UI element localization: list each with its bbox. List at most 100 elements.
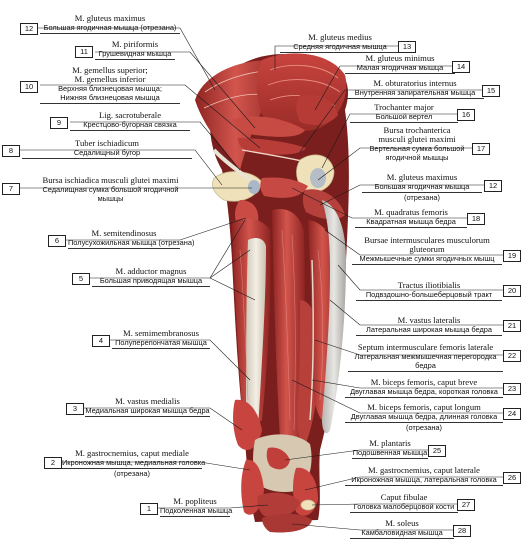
label-number: 12 [20,23,38,35]
latin-name: M. quadratus femoris [374,207,448,217]
latin-name: Septum intermusculare femoris laterale [357,342,494,352]
label-number: 7 [2,183,20,195]
label-gastrocnemius-lateral: M. gastrocnemius, caput laterale Икронож… [345,466,503,486]
label-number: 20 [503,285,521,297]
russian-name-2: бедра [348,361,503,372]
russian-name-2: (отрезана) [405,423,442,432]
bursa-ischiadica [248,180,260,194]
label-adductor-magnus: M. adductor magnus Большая приводящая мы… [92,267,210,287]
label-biceps-femoris-long: M. biceps femoris, caput longum Двуглава… [345,403,503,432]
russian-name: Латеральная межмышечная перегородка [354,352,497,361]
russian-name: Подошвенная мышца [352,448,428,459]
russian-name: Двуглавая мышца бедра, короткая головка [345,387,503,398]
russian-name: Латеральная широкая мышца бедра [356,325,502,336]
latin-name: Tractus iliotibialis [397,280,461,290]
label-number: 6 [48,235,66,247]
russian-name: Квадратная мышца бедра [355,217,467,228]
latin-name: M. biceps femoris, caput longum [367,402,481,412]
russian-name: Икроножная мышца, латеральная головка [345,475,503,486]
label-number: 2 [44,457,62,469]
plantaris [266,447,290,470]
latin-name: Tuber ischiadicum [75,138,139,148]
biceps-femoris-long [272,208,305,447]
russian-name-2: (отрезана) [113,469,150,478]
label-number: 26 [503,472,521,484]
label-semimembranosus: M. semimembranosus Полуперепончатая мышц… [112,329,210,349]
latin-name-2: M. gemellus inferior [74,74,146,84]
label-bursae-intermusculares: Bursae intermusculares musculorum gluteo… [352,236,502,265]
latin-name: Bursa trochanterica [383,125,451,135]
label-semitendinosus: M. semitendinosus Полусухожильная мышца … [68,229,194,249]
bursa-trochanterica [310,168,326,188]
latin-name: M. obturatorius internus [373,78,457,88]
lig-sacrotuberale [212,148,252,182]
russian-name: Медиальная широкая мышца бедра [85,406,210,417]
gluteus-minimus [296,94,338,126]
russian-name: Малая ягодичная мышца [345,63,455,74]
latin-name: M. gluteus maximus [74,13,146,23]
label-vastus-medialis: M. vastus medialis Медиальная широкая мы… [85,397,210,417]
latin-name: Trochanter major [374,102,434,112]
latin-name-2: musculi glutei maximi [378,134,456,144]
latin-name: M. biceps femoris, caput breve [370,377,478,387]
latin-name: Caput fibulae [380,492,428,502]
latin-name: Bursa ischiadica musculi glutei maximi [42,175,179,185]
label-gluteus-minimus: M. gluteus minimus Малая ягодичная мышца [345,54,455,74]
label-number: 14 [452,61,470,73]
latin-name: M. gastrocnemius, caput mediale [75,448,189,458]
tractus-iliotibialis [322,200,346,434]
vastus-medialis [233,399,262,450]
label-number: 4 [92,335,110,347]
label-number: 13 [398,41,416,53]
label-piriformis: M. piriformis Грушевидная мышца [95,40,175,60]
label-biceps-femoris-short: M. biceps femoris, caput breve Двуглавая… [345,378,503,398]
russian-name: Большая приводящая мышца [92,276,210,287]
russian-name: Подколенная мышца [160,506,233,517]
label-number: 12 [484,180,502,192]
label-obturatorius-internus: M. obturatorius internus Внутренняя запи… [346,79,484,99]
russian-name: Головка малоберцовой кости [350,502,458,513]
label-quadratus-femoris: M. quadratus femoris Квадратная мышца бе… [355,208,467,228]
label-number: 18 [467,213,485,225]
label-number: 10 [20,81,38,93]
label-trochanter-major: Trochanter major Большой вертел [350,103,458,123]
latin-name: M. gluteus medius [308,32,372,42]
label-number: 23 [503,383,521,395]
russian-name-2: (отрезана) [403,193,440,202]
label-tuber-ischiadicum: Tuber ischiadicum Седалищный бугор [22,139,192,159]
label-gluteus-medius: M. gluteus medius Средняя ягодичная мышц… [280,33,400,53]
label-number: 3 [66,403,84,415]
russian-name: Вертельная сумка большой [369,144,465,153]
label-number: 9 [50,117,68,129]
latin-name: M. adductor magnus [115,266,187,276]
septum-laterale [309,259,315,421]
russian-name: Грушевидная мышца [95,49,175,60]
russian-name: Двуглавая мышца бедра, длинная головка [345,412,503,423]
russian-name: Седалищная сумка большой ягодичной [42,185,179,194]
piriformis [232,116,305,137]
latin-name: Lig. sacrotuberale [98,110,162,120]
latin-name: M. gemellus superior; [72,65,148,75]
russian-name-2: Нижняя близнецовая мышца [40,93,180,104]
quadratus-femoris [260,177,308,198]
label-number: 25 [428,445,446,457]
latin-name: M. gastrocnemius, caput laterale [368,465,480,475]
latin-name: M. vastus medialis [115,396,180,406]
label-number: 17 [472,143,490,155]
russian-name: Внутренняя запирательная мышца [346,88,484,99]
label-soleus: M. soleus Камбаловидная мышца [350,519,454,539]
label-number: 19 [503,250,521,262]
label-number: 22 [503,350,521,362]
label-caput-fibulae: Caput fibulae Головка малоберцовой кости [350,493,458,513]
russian-name-2: мышцы [97,194,124,203]
label-plantaris: M. plantaris Подошвенная мышца [352,439,428,459]
label-gluteus-maximus-right: M. gluteus maximus Большая ягодичная мыш… [362,173,482,202]
soleus [262,513,312,533]
russian-name: Крестцово-бугорная связка [70,120,190,131]
label-number: 1 [140,503,158,515]
label-vastus-lateralis: M. vastus lateralis Латеральная широкая … [356,316,502,336]
russian-name-2: ягодичной мышцы [385,153,449,162]
latin-name: M. soleus [385,518,419,528]
